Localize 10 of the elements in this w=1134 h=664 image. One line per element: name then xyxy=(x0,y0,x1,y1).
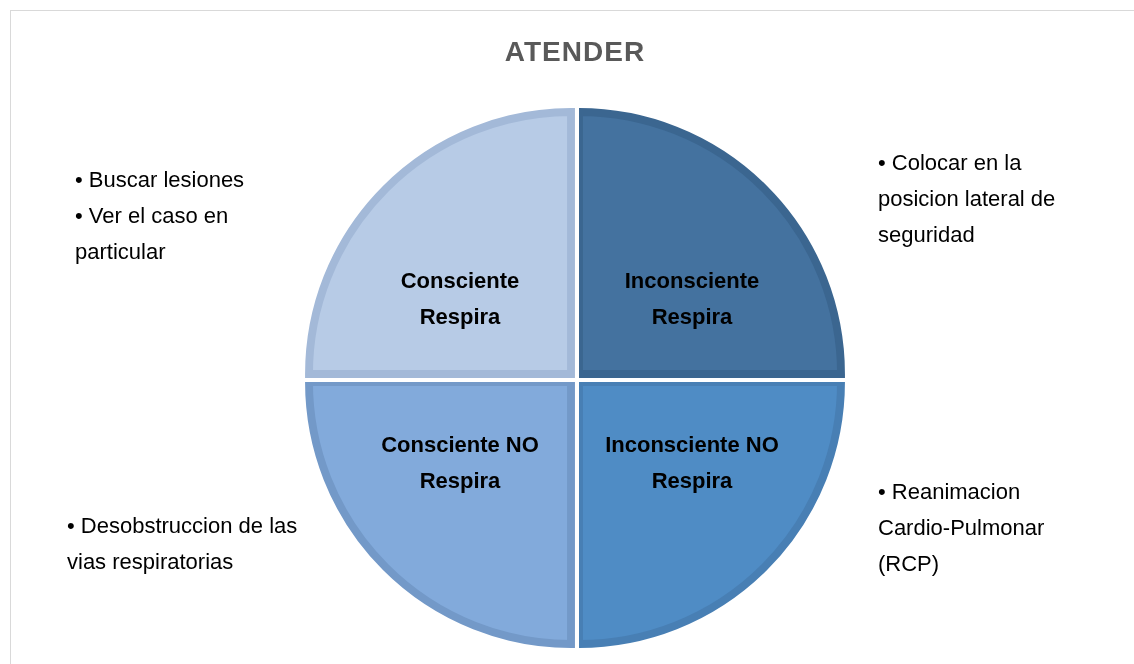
segment-label: Consciente NO Respira xyxy=(380,431,540,495)
note-text: • Buscar lesiones xyxy=(75,166,246,194)
segment-label: Inconsciente Respira xyxy=(623,267,761,331)
note-text: • Reanimacion Cardio-Pulmonar (RCP) xyxy=(878,478,1046,578)
note-text: • Colocar en la posicion lateral de seguridad xyxy=(878,149,1057,249)
segment-label: Inconsciente NO Respira xyxy=(604,431,780,495)
diagram-title: ATENDER xyxy=(503,36,647,68)
segment-label: Consciente Respira xyxy=(399,267,521,331)
note-text: • Ver el caso en particular xyxy=(75,202,230,266)
note-text: • Desobstruccion de las vias respiratorias xyxy=(67,512,299,576)
